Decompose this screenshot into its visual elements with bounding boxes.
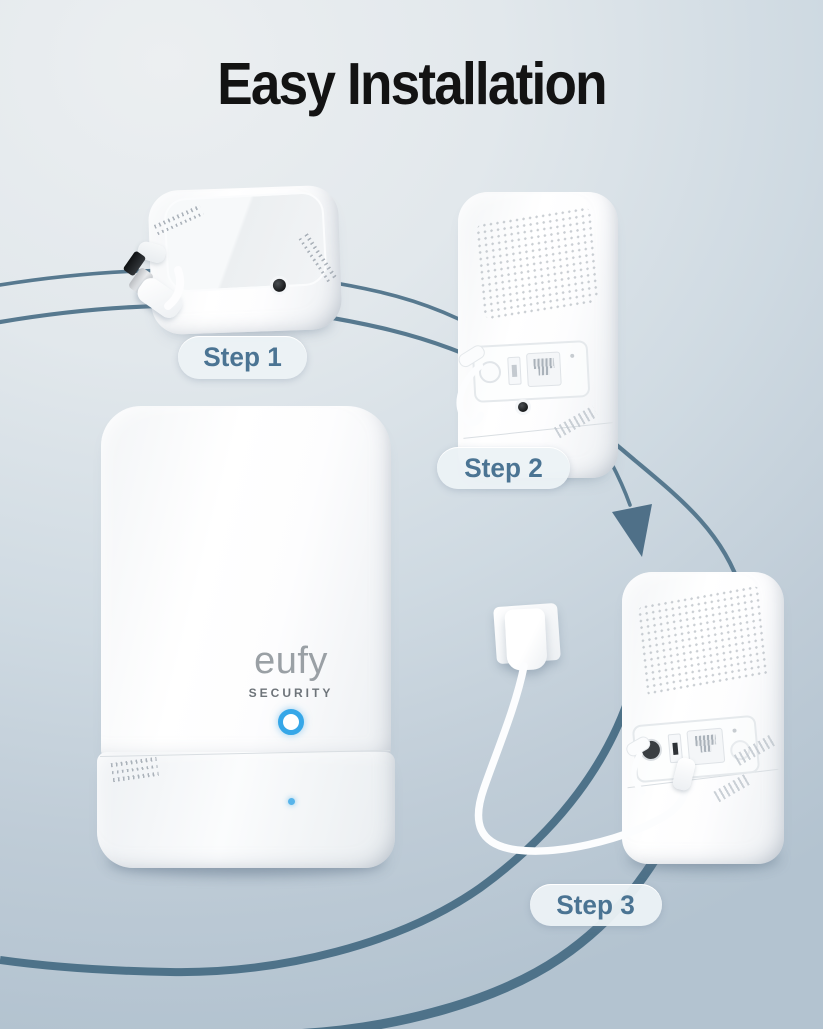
step3-device-body	[622, 572, 784, 864]
homebase-logo: eufy SECURITY	[206, 640, 376, 735]
arrow-down-icon	[612, 504, 652, 557]
step2-label-pill: Step 2	[437, 447, 570, 489]
homebase-front-body	[101, 406, 391, 758]
step3-label-pill: Step 3	[530, 884, 662, 926]
brand-sub-wordmark: SECURITY	[248, 686, 334, 700]
step3-power-cable	[474, 662, 690, 855]
step3-label: Step 3	[556, 889, 636, 920]
step2-device-photo	[458, 192, 618, 478]
status-ring-led	[278, 709, 304, 735]
step1-cable	[164, 266, 185, 310]
step2-label: Step 2	[464, 452, 543, 483]
step2-dc-plug	[458, 345, 485, 368]
brand-wordmark: eufy	[254, 640, 328, 682]
step3-pigtail-cable	[631, 751, 646, 795]
step1-label-pill: Step 1	[178, 336, 307, 379]
page-title: Easy Installation	[217, 51, 607, 117]
base-led-dot	[288, 798, 295, 805]
homebase-front-base	[97, 752, 395, 868]
step3-device-photo	[622, 572, 784, 864]
step2-power-hole	[518, 402, 528, 412]
step2-cable	[456, 362, 485, 426]
step2-device-body	[458, 192, 618, 478]
flow-arc-inner-bottom	[0, 686, 636, 977]
step1-label: Step 1	[203, 342, 282, 372]
